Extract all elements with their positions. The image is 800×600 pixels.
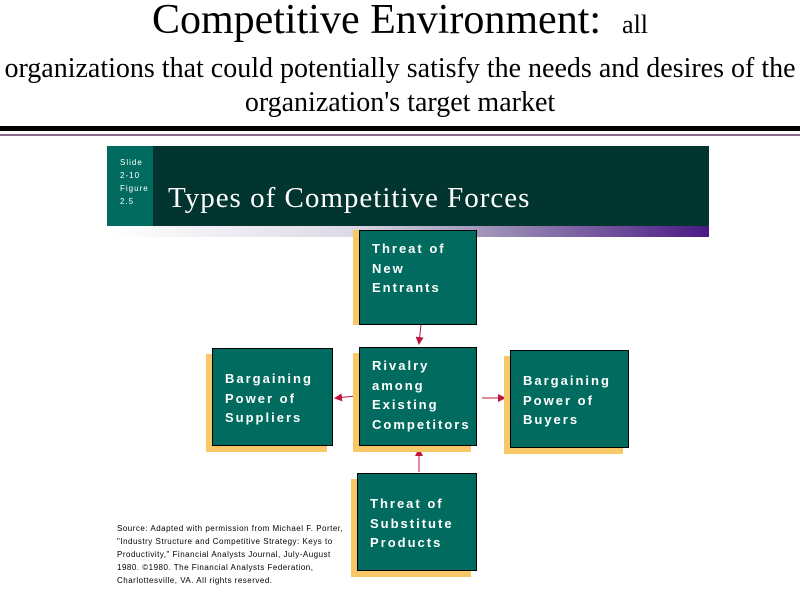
box-supplier-power: Bargaining Power of Suppliers <box>212 348 333 446</box>
box-rivalry: Rivalry among Existing Competitors <box>359 347 477 446</box>
divider-thin <box>0 134 800 136</box>
box-buyer-power: Bargaining Power of Buyers <box>510 350 629 448</box>
slide-title: Types of Competitive Forces <box>168 182 531 214</box>
source-note: Source: Adapted with permission from Mic… <box>117 524 344 585</box>
arrow-entrants-to-rivalry <box>415 324 424 345</box>
page-title: Competitive Environment: all <box>0 0 800 44</box>
box-threat-new-entrants: Threat of New Entrants <box>359 230 477 325</box>
slide-title-band <box>107 146 709 226</box>
box-threat-substitutes: Threat of Substitute Products <box>357 473 477 571</box>
title-suffix: all <box>622 10 649 39</box>
title-main: Competitive Environment: <box>151 0 602 43</box>
arrow-rivalry-to-suppliers <box>334 393 356 402</box>
page-subtitle: organizations that could potentially sat… <box>4 53 796 118</box>
slide-tag: Slide 2-10 Figure 2.5 <box>107 146 153 226</box>
divider-thick <box>0 126 800 131</box>
